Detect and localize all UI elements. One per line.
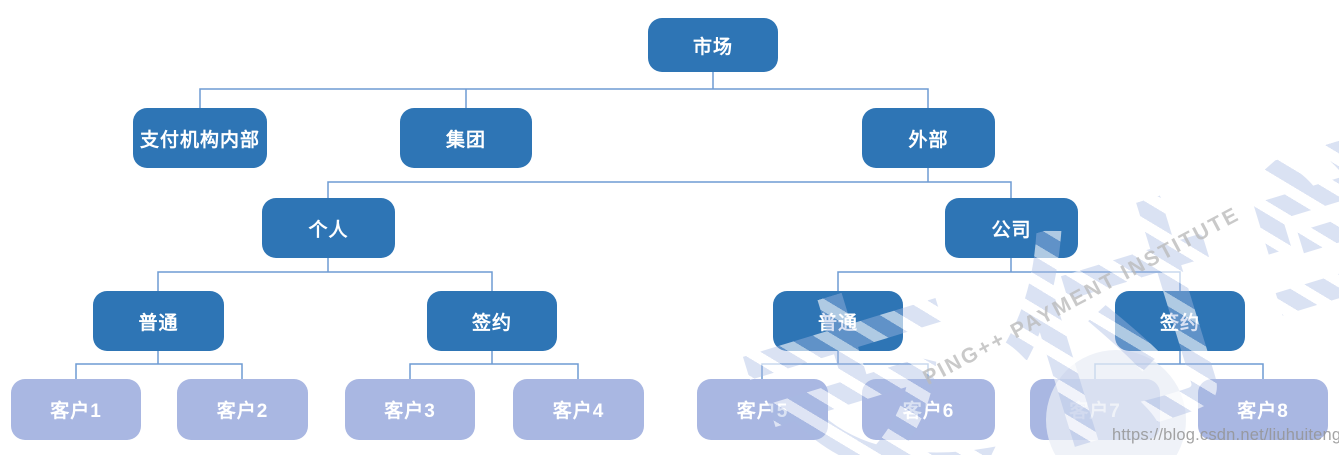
connector-company-children	[837, 258, 1181, 291]
node-group: 集团	[400, 108, 532, 168]
node-customer-7: 客户7	[1030, 379, 1160, 440]
connector-customers-5-6	[761, 351, 929, 379]
node-customer-2: 客户2	[177, 379, 308, 440]
node-external: 外部	[862, 108, 995, 168]
node-customer-1: 客户1	[11, 379, 141, 440]
node-individual-signed: 签约	[427, 291, 557, 351]
node-market: 市场	[648, 18, 778, 72]
node-payment-institution-internal: 支付机构内部	[133, 108, 267, 168]
node-individual: 个人	[262, 198, 395, 258]
connector-customers-1-2	[75, 351, 243, 379]
connector-customers-7-8	[1094, 351, 1264, 379]
node-company: 公司	[945, 198, 1078, 258]
connector-external-children	[327, 168, 1012, 198]
node-customer-4: 客户4	[513, 379, 644, 440]
node-individual-ordinary: 普通	[93, 291, 224, 351]
node-company-signed: 签约	[1115, 291, 1245, 351]
node-customer-5: 客户5	[697, 379, 828, 440]
connector-individual-children	[157, 258, 493, 291]
node-company-ordinary: 普通	[773, 291, 903, 351]
connector-customers-3-4	[409, 351, 579, 379]
node-customer-3: 客户3	[345, 379, 475, 440]
connector-level1	[199, 72, 929, 108]
node-customer-6: 客户6	[862, 379, 995, 440]
node-customer-8: 客户8	[1198, 379, 1328, 440]
